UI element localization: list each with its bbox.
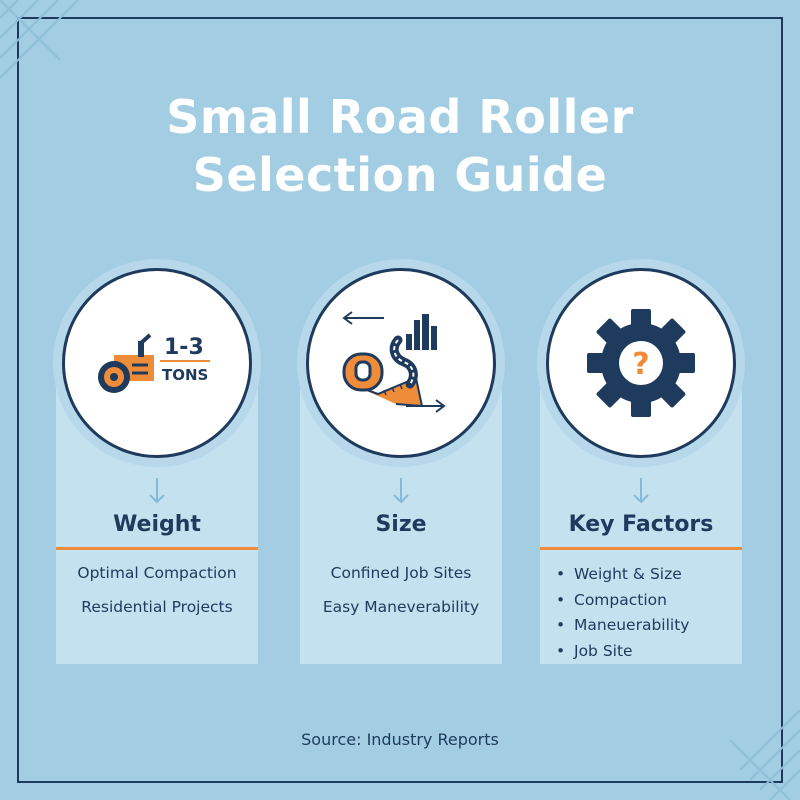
size-icon-circle: [306, 268, 496, 458]
list-item: Weight & Size: [556, 562, 689, 588]
size-card-line-2: Easy Maneverability: [322, 598, 480, 616]
tape-measure-path-icon: [342, 311, 446, 413]
weight-card-line-1: Optimal Compaction: [77, 564, 237, 582]
arrow-down-icon: [393, 478, 409, 504]
weight-card-title: Weight: [113, 512, 201, 537]
key-factors-card-divider: [540, 547, 742, 550]
weight-icon-circle: 1-3 TONS: [62, 268, 252, 458]
title-line-2: Selection Guide: [192, 148, 608, 202]
arrow-down-icon: [149, 478, 165, 504]
list-item: Job Site: [556, 639, 689, 665]
decorative-lines-top-left: [0, 0, 79, 79]
list-item: Compaction: [556, 588, 689, 614]
key-factors-icon-circle: ?: [546, 268, 736, 458]
size-card-title: Size: [375, 512, 427, 537]
tons-range: 1-3: [164, 335, 204, 360]
weight-card-divider: [56, 547, 258, 550]
source-note: Source: Industry Reports: [301, 730, 499, 749]
size-card-line-1: Confined Job Sites: [330, 564, 472, 582]
weight-card-line-2: Residential Projects: [81, 598, 233, 616]
page-frame: [17, 17, 783, 783]
tons-label: TONS: [162, 366, 208, 384]
title-line-1: Small Road Roller: [166, 90, 634, 144]
list-item: Maneuerability: [556, 613, 689, 639]
arrow-down-icon: [633, 478, 649, 504]
key-factors-list: Weight & Size Compaction Maneuerability …: [556, 562, 689, 664]
question-mark-icon: ?: [632, 347, 649, 382]
decorative-lines-bottom-right: [729, 709, 800, 800]
road-roller-icon: 1-3 TONS: [98, 333, 210, 393]
page-title: Small Road Roller Selection Guide: [0, 88, 800, 204]
gear-question-icon: ?: [587, 309, 695, 417]
key-factors-card-title: Key Factors: [568, 512, 714, 537]
